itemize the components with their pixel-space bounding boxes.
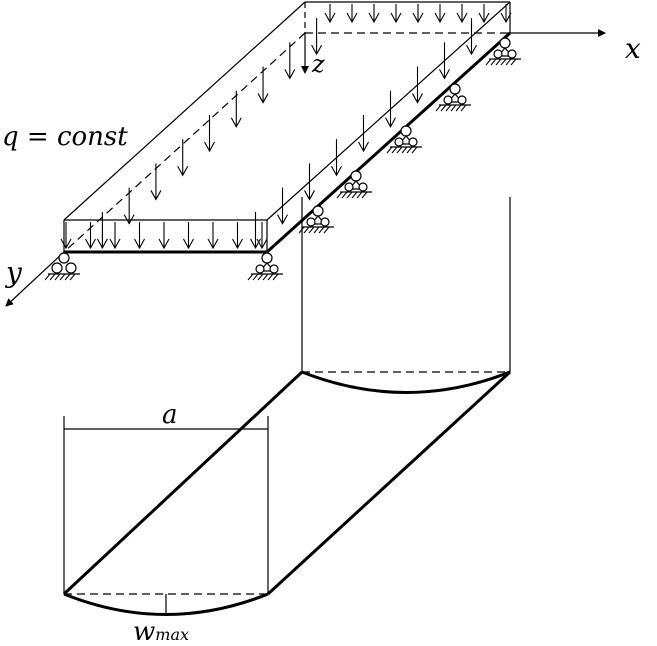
load-arrow bbox=[311, 18, 323, 56]
width-label: a bbox=[162, 400, 178, 430]
load-arrow bbox=[134, 222, 145, 250]
load-arrow bbox=[158, 222, 170, 250]
pin-support bbox=[485, 37, 521, 66]
load-arrow bbox=[500, 4, 512, 24]
x-axis-label: x bbox=[625, 32, 641, 65]
load-arrow bbox=[204, 115, 215, 153]
load-arrow bbox=[150, 163, 162, 201]
load-arrow bbox=[123, 187, 135, 225]
z-axis-label: z bbox=[311, 50, 325, 78]
load-arrow bbox=[257, 66, 269, 104]
pin-support bbox=[386, 125, 422, 154]
load-arrow bbox=[207, 222, 219, 250]
y-axis-label: y bbox=[4, 256, 23, 289]
load-arrow bbox=[385, 90, 396, 128]
load-arrow bbox=[368, 4, 380, 24]
load-arrow bbox=[277, 187, 288, 225]
plate-hidden-left-edge bbox=[63, 32, 306, 253]
load-arrow bbox=[466, 18, 477, 56]
pin-support bbox=[298, 205, 334, 234]
pin-support bbox=[336, 170, 372, 199]
load-arrow bbox=[331, 139, 342, 177]
load-arrow bbox=[358, 115, 369, 153]
load-arrow bbox=[412, 4, 424, 24]
load-arrow bbox=[324, 4, 336, 24]
load-arrow bbox=[177, 139, 189, 177]
generatrix-left bbox=[62, 370, 304, 596]
load-arrow bbox=[250, 211, 261, 250]
load-arrow bbox=[304, 163, 315, 201]
plate-left-top-edge bbox=[63, 1, 306, 221]
deflection-label-sub: max bbox=[155, 625, 189, 644]
load-arrow bbox=[230, 90, 242, 128]
plate-right-bottom-edge bbox=[265, 31, 512, 254]
load-arrow bbox=[60, 222, 72, 250]
pin-support bbox=[44, 252, 80, 281]
front-deflection-curve bbox=[63, 592, 269, 616]
pin-support bbox=[435, 83, 471, 112]
back-deflection-curve bbox=[301, 370, 511, 394]
load-arrow bbox=[183, 222, 194, 250]
deflection-label: wmax bbox=[133, 617, 189, 646]
deflection-label-main: w bbox=[133, 617, 155, 646]
load-arrow bbox=[96, 211, 108, 250]
load-arrow bbox=[434, 4, 446, 24]
supports bbox=[44, 37, 521, 281]
load-arrow bbox=[478, 4, 490, 24]
load-arrow bbox=[85, 222, 96, 250]
load-arrow bbox=[456, 4, 468, 24]
load-arrows bbox=[60, 4, 512, 250]
load-arrow bbox=[232, 222, 243, 250]
load-arrow bbox=[390, 4, 402, 24]
deflection-surface bbox=[62, 197, 512, 616]
plate bbox=[63, 1, 512, 254]
load-arrow bbox=[412, 66, 423, 104]
load-arrow bbox=[346, 4, 358, 24]
load-arrow bbox=[439, 42, 450, 80]
load-arrow bbox=[256, 222, 268, 250]
load-arrow bbox=[284, 42, 296, 80]
pin-support bbox=[247, 252, 283, 281]
load-arrow bbox=[109, 222, 121, 250]
plate-right-top-edge bbox=[266, 1, 511, 221]
generatrix-right bbox=[266, 370, 512, 596]
axes bbox=[5, 29, 606, 307]
load-label: q = const bbox=[2, 122, 128, 152]
y-axis-line bbox=[5, 251, 65, 307]
